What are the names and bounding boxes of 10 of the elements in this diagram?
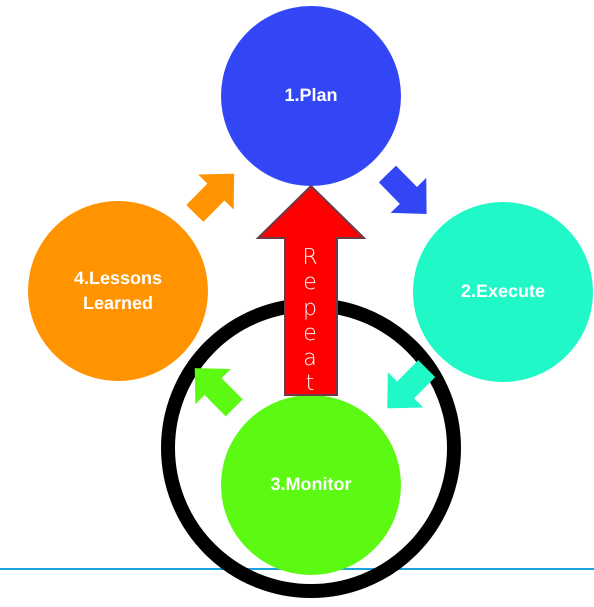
block-arrow: [186, 174, 234, 222]
node-label: 2.Execute: [460, 280, 546, 304]
node-label: 1.Plan: [284, 84, 338, 108]
edge-label: Repeat: [301, 245, 319, 397]
block-arrow: [387, 360, 436, 408]
block-arrow: [378, 166, 427, 214]
block-arrow: [194, 368, 243, 416]
node-label: 4.Lessons Learned: [72, 266, 164, 315]
node-label: 3.Monitor: [270, 473, 352, 496]
block-arrow: [256, 184, 366, 396]
